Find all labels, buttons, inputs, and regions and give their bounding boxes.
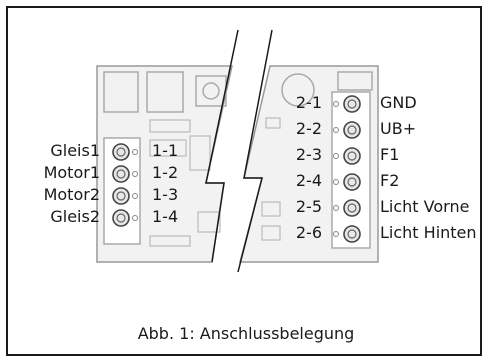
left-label: Gleis1 [50,141,100,160]
right-label: UB+ [380,119,417,138]
component [202,82,220,100]
screw-terminal-left [112,165,130,183]
caption-text: : Anschlussbelegung [189,324,355,343]
screw-terminal-right [343,147,361,165]
screw-terminal-left [112,187,130,205]
solder-pad [333,231,339,237]
right-pin-number: 2-3 [295,145,322,164]
component [146,71,184,113]
right-label: F2 [380,171,400,190]
left-pin-number: 1-3 [152,185,179,204]
solder-pad [132,171,138,177]
solder-pad [132,215,138,221]
solder-pad [333,153,339,159]
component [103,71,139,113]
screw-terminal-left [112,143,130,161]
right-pin-number: 2-4 [295,171,322,190]
left-pin-number: 1-1 [152,141,179,160]
screw-terminal-right [343,121,361,139]
break-line [237,29,273,273]
right-label: Licht Vorne [380,197,470,216]
left-label: Gleis2 [50,207,100,226]
screw-terminal-left [112,209,130,227]
left-pin-number: 1-4 [152,207,179,226]
component [265,117,281,129]
figure-frame [6,6,482,356]
component [189,135,211,171]
component [197,211,221,233]
solder-pad [132,149,138,155]
solder-pad [333,205,339,211]
left-label: Motor1 [43,163,100,182]
figure-caption: Abb. 1: Anschlussbelegung [0,324,492,344]
component [149,139,187,157]
caption-prefix: Abb. 1 [137,324,190,343]
right-pin-number: 2-6 [295,223,322,242]
right-label: Licht Hinten [380,223,477,242]
terminal-strip-right [331,91,371,249]
component [261,201,281,217]
screw-terminal-right [343,173,361,191]
left-label: Motor2 [43,185,100,204]
screw-terminal-right [343,199,361,217]
right-label: GND [380,93,417,112]
right-pin-number: 2-5 [295,197,322,216]
component [149,235,191,247]
component [337,71,373,91]
solder-pad [333,101,339,107]
right-pin-number: 2-2 [295,119,322,138]
screw-terminal-right [343,225,361,243]
solder-pad [333,127,339,133]
screw-terminal-right [343,95,361,113]
component [281,73,315,107]
left-pin-number: 1-2 [152,163,179,182]
solder-pad [333,179,339,185]
right-label: F1 [380,145,400,164]
break-line [205,29,239,263]
component [261,225,281,241]
solder-pad [132,193,138,199]
right-pin-number: 2-1 [295,93,322,112]
component [149,119,191,133]
